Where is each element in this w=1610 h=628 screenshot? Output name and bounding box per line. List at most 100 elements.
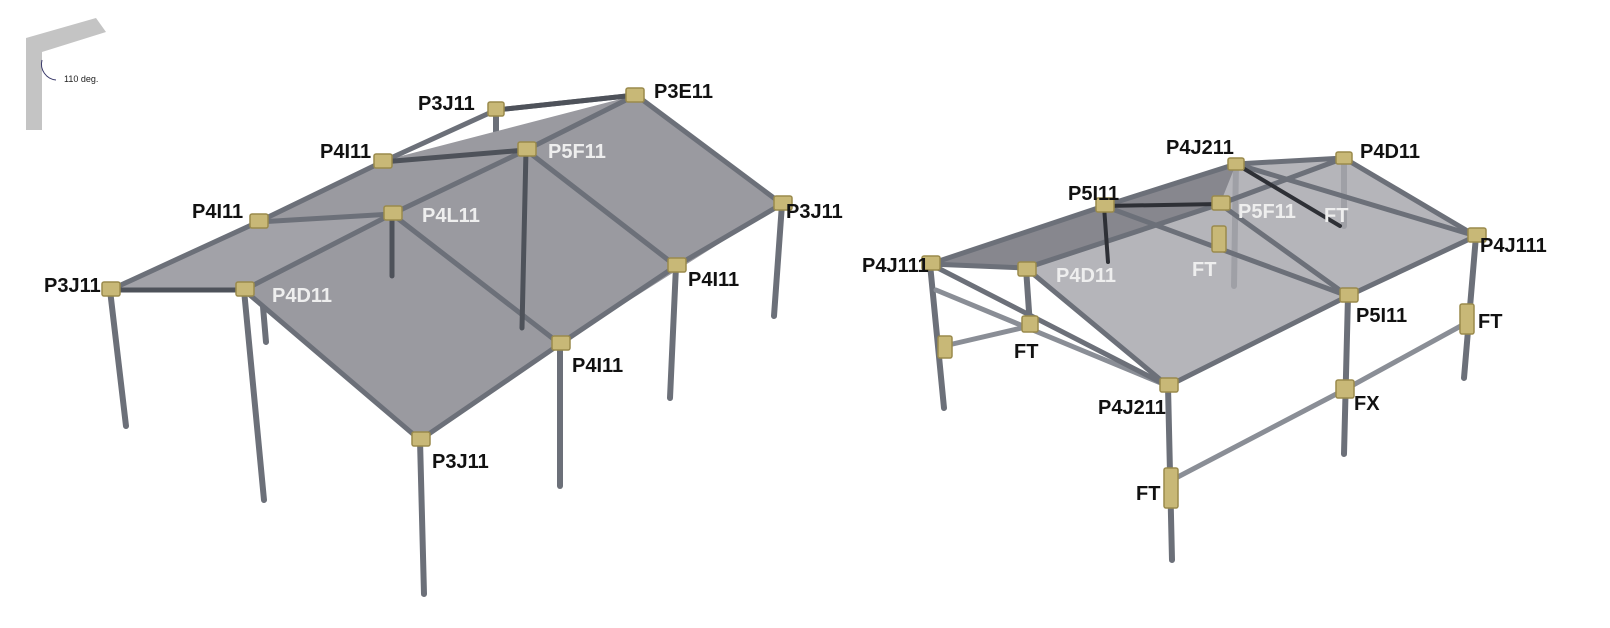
tube: [1341, 155, 1479, 239]
connector: [1163, 467, 1179, 509]
tube: [523, 92, 639, 153]
connector: [1227, 157, 1245, 171]
connector: [1021, 315, 1039, 333]
tube: [379, 147, 529, 165]
tube: [927, 261, 1171, 389]
label-top-back-left: P3J11: [418, 93, 475, 115]
tube: [1102, 202, 1222, 208]
label-right-end: P4J111: [1480, 235, 1547, 257]
leg: [107, 287, 129, 429]
tube: [1023, 265, 1171, 389]
connector: [1211, 225, 1227, 253]
connector: [101, 281, 121, 297]
label-ft-right: FT: [1478, 311, 1502, 333]
tube: [379, 107, 499, 165]
label-top-back-right: P3E11: [654, 81, 713, 103]
tube: [1217, 201, 1351, 299]
left-legs: [107, 107, 785, 597]
leg: [667, 263, 679, 401]
leg: [1341, 293, 1351, 457]
connector: [1159, 377, 1179, 393]
connector: [1335, 151, 1353, 165]
tube: [1169, 387, 1347, 483]
right-lower-tubes: [933, 287, 1471, 483]
label-inner-left: P4D11: [1056, 265, 1116, 287]
tube: [1217, 155, 1347, 207]
tube: [107, 219, 261, 293]
label-ft-bottom: FT: [1136, 483, 1160, 505]
connector: [921, 255, 941, 271]
connector: [1467, 227, 1487, 243]
connector: [1339, 287, 1359, 303]
label-right-end: P3J11: [786, 201, 843, 223]
tube: [1345, 233, 1479, 299]
label-ridge-center: P5F11: [1238, 201, 1296, 223]
tube: [389, 211, 563, 347]
right-connectors: [921, 151, 1487, 509]
tube: [557, 263, 679, 347]
tube: [633, 92, 785, 207]
label-top-left: P4J211: [1166, 137, 1234, 159]
left-roof-panel: [110, 95, 782, 440]
connector: [773, 195, 793, 211]
connector: [517, 141, 537, 157]
label-front-corner: P3J11: [432, 451, 489, 473]
connector: [937, 335, 953, 359]
label-left-end: P4J111: [862, 255, 929, 277]
tube: [927, 203, 1107, 267]
connector: [487, 101, 505, 117]
tube: [1234, 162, 1342, 228]
leg: [417, 437, 427, 597]
tube: [417, 341, 563, 443]
angle-arc: [41, 59, 57, 81]
tube: [255, 159, 385, 225]
connector: [551, 335, 571, 351]
label-ridge-left: P4I11: [320, 141, 371, 163]
tube: [389, 147, 529, 217]
tube: [255, 211, 395, 225]
tube: [523, 147, 679, 269]
angle-label: 110 deg.: [64, 74, 98, 84]
label-ridge-center: P5F11: [548, 141, 606, 163]
leg: [241, 287, 267, 503]
connector: [1211, 195, 1231, 211]
connector: [1095, 197, 1115, 213]
tube: [941, 323, 1033, 349]
tube: [241, 211, 395, 293]
label-ft-mid: FT: [1192, 259, 1216, 281]
connector: [1335, 379, 1355, 399]
label-fx: FX: [1354, 393, 1380, 415]
label-ft-top: FT: [1324, 205, 1348, 227]
label-right-mid: P4I11: [688, 269, 739, 291]
label-mid-center: P4L11: [422, 205, 480, 227]
connector: [249, 213, 269, 229]
tube: [933, 287, 1171, 389]
angle-icon: 110 deg.: [26, 18, 106, 130]
tube: [493, 92, 639, 113]
connector: [373, 153, 393, 169]
connector: [383, 205, 403, 221]
label-mid-left: P4I11: [192, 201, 243, 223]
connector: [235, 281, 255, 297]
tube: [241, 287, 423, 443]
tube: [1102, 204, 1110, 264]
tube: [673, 201, 785, 269]
tube: [1233, 155, 1347, 167]
tube: [519, 147, 529, 331]
tube: [1023, 201, 1223, 271]
left-dark-tubes: [107, 92, 639, 331]
tube: [1233, 161, 1479, 239]
label-front-left-end: P3J11: [44, 275, 101, 297]
label-front-inner: P4D11: [272, 285, 332, 307]
right-frame: P4J211 P4D11 P5I11 P5F11 FT FT P4J111 P4…: [862, 137, 1547, 563]
left-frame: P3J11 P3E11 P4I11 P5F11 P4I11 P4L11 P3J1…: [44, 81, 843, 597]
tube: [927, 261, 1029, 271]
label-front-mid: P4I11: [572, 355, 623, 377]
left-connectors: [101, 87, 793, 447]
connector: [411, 431, 431, 447]
connector: [1017, 261, 1037, 277]
tube: [1101, 161, 1239, 209]
label-right-mid: P5I11: [1356, 305, 1407, 327]
